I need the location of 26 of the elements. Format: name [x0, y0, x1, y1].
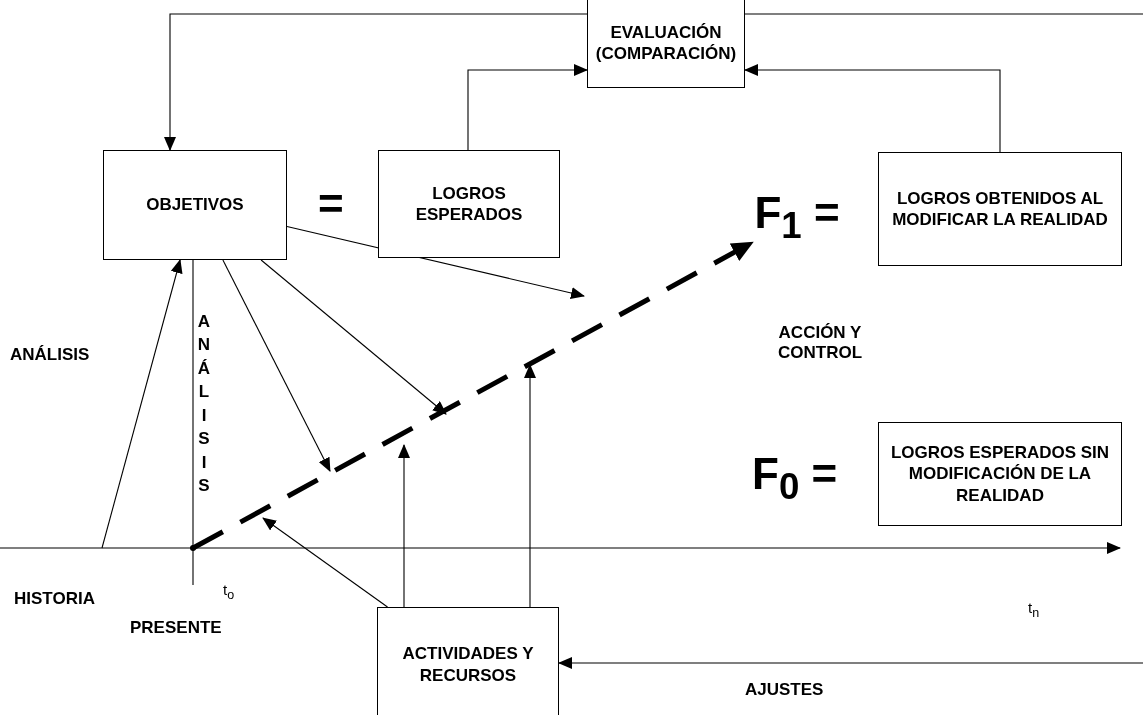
arrow [524, 364, 536, 608]
formula-label: F$_{0}$ = [752, 452, 838, 506]
process-box: LOGROS OBTENIDOS AL MODIFICAR LA REALIDAD [878, 152, 1122, 266]
connector-line [192, 259, 194, 586]
axis-label: PRESENTE [130, 618, 222, 639]
arrow [222, 259, 331, 472]
process-box: EVALUACIÓN (COMPARACIÓN) [587, 0, 745, 88]
arrow [398, 444, 410, 608]
formula-label: F$_{1}$ = [752, 186, 842, 250]
arrow [164, 13, 588, 151]
arrow [262, 517, 389, 608]
connector-line [744, 13, 1143, 15]
process-box: LOGROS ESPERADOS [378, 150, 560, 258]
arrow [558, 657, 1143, 669]
arrow [744, 64, 1001, 153]
dashed-arrow [191, 240, 754, 551]
process-box: LOGROS ESPERADOS SIN MODIFICACIÓN DE LA REALIDAD [878, 422, 1122, 526]
equals-sign: = [318, 182, 344, 226]
axis-label: HISTORIA [14, 589, 95, 610]
arrow [260, 259, 447, 415]
arrow [467, 64, 588, 151]
arrow [101, 259, 183, 549]
axis-label: t$_{n}$ [1028, 600, 1040, 620]
axis-label: t$_{o}$ [223, 582, 235, 602]
process-box: ACTIVIDADES Y RECURSOS [377, 607, 559, 715]
process-box: OBJETIVOS [103, 150, 287, 260]
